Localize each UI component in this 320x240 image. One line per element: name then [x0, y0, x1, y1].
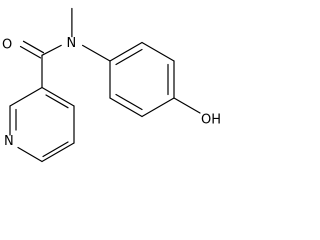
molecule-structure: O N OH N	[2, 7, 221, 163]
pyridine-ring	[9, 86, 75, 163]
carbonyl-amide-bond	[41, 44, 62, 56]
pyridine-nitrogen-label: N	[4, 134, 14, 149]
phenol-hydroxyl-bond	[173, 97, 201, 114]
carbonyl-double-bond	[19, 40, 45, 59]
n-phenyl-bond	[81, 44, 111, 62]
hydroxyl-label: OH	[201, 113, 221, 128]
phenol-ring	[109, 41, 175, 118]
amide-nitrogen-label: N	[67, 36, 77, 51]
carbonyl-oxygen-label: O	[2, 38, 12, 53]
